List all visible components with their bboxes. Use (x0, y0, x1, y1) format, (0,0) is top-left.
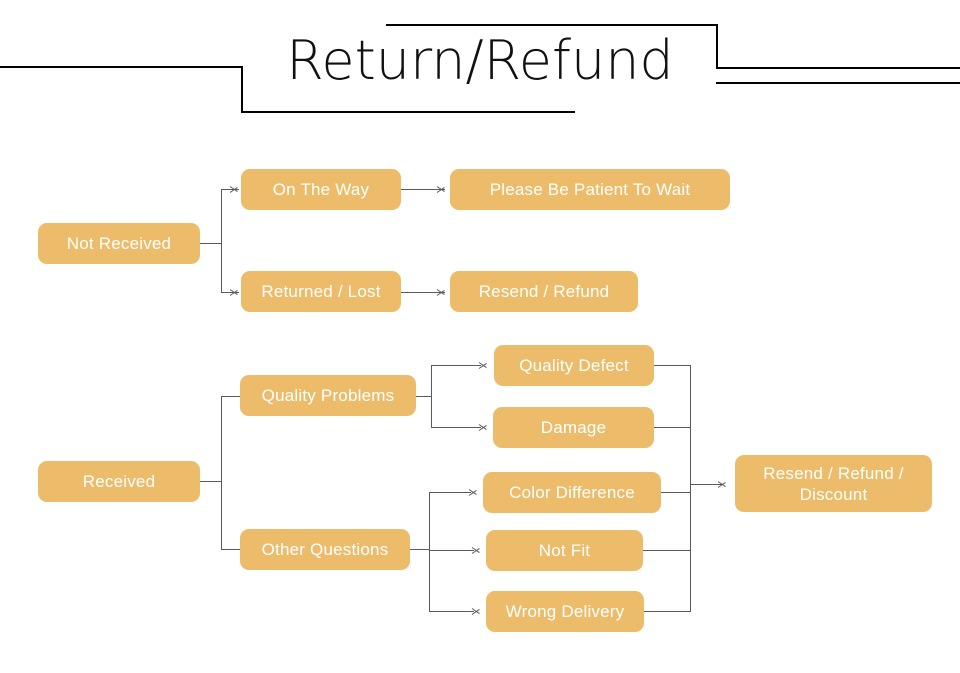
connector-merge-wrong-delivery (644, 611, 691, 612)
node-on-the-way[interactable]: On The Way (241, 169, 401, 210)
connector-merge-to-final (690, 484, 722, 485)
arrowhead-to-resend-refund-discount (718, 478, 729, 490)
node-resend-refund[interactable]: Resend / Refund (450, 271, 638, 312)
node-damage[interactable]: Damage (493, 407, 654, 448)
connector-not-received-stem (200, 243, 222, 244)
arrowhead-to-color-difference (469, 486, 480, 498)
node-quality-defect[interactable]: Quality Defect (494, 345, 654, 386)
connector-quality-problems-stem (416, 396, 432, 397)
connector-to-quality-problems (221, 396, 241, 397)
connector-to-other-questions (221, 549, 241, 550)
node-not-fit[interactable]: Not Fit (486, 530, 643, 571)
connector-received-split (221, 396, 222, 550)
connector-to-not-fit (429, 550, 474, 551)
connector-merge-not-fit (643, 550, 691, 551)
page-title: Return/Refund (286, 29, 674, 92)
arrowhead-to-returned-lost (230, 286, 241, 298)
node-color-difference[interactable]: Color Difference (483, 472, 661, 513)
arrowhead-to-wrong-delivery (472, 605, 483, 617)
connector-to-wrong-delivery (429, 611, 474, 612)
connector-other-questions-stem (410, 549, 430, 550)
connector-to-damage (431, 427, 481, 428)
node-returned-lost[interactable]: Returned / Lost (241, 271, 401, 312)
header-banner: Return/Refund (0, 0, 960, 130)
header-rule-right-upper (386, 24, 718, 26)
connector-merge-bus (690, 365, 691, 612)
node-other-questions[interactable]: Other Questions (240, 529, 410, 570)
arrowhead-to-resend-refund (437, 286, 448, 298)
connector-to-quality-defect (431, 365, 481, 366)
header-rule-right-vertical (716, 24, 718, 69)
node-please-be-patient-to-wait[interactable]: Please Be Patient To Wait (450, 169, 730, 210)
arrowhead-to-quality-defect (479, 359, 490, 371)
connector-merge-color-difference (661, 492, 691, 493)
connector-other-questions-split (429, 492, 430, 612)
connector-merge-quality-defect (654, 365, 691, 366)
arrowhead-to-on-the-way (230, 183, 241, 195)
connector-received-stem (200, 481, 222, 482)
connector-not-received-split (221, 189, 222, 293)
arrowhead-to-not-fit (472, 544, 483, 556)
arrowhead-to-damage (479, 421, 490, 433)
connector-quality-problems-split (431, 365, 432, 428)
connector-to-color-difference (429, 492, 471, 493)
node-received[interactable]: Received (38, 461, 200, 502)
header-rule-left-lower (241, 111, 575, 113)
header-rule-right-lower (716, 67, 960, 69)
node-not-received[interactable]: Not Received (38, 223, 200, 264)
node-resend-refund-discount[interactable]: Resend / Refund / Discount (735, 455, 932, 512)
node-quality-problems[interactable]: Quality Problems (240, 375, 416, 416)
connector-merge-damage (654, 427, 691, 428)
arrowhead-to-please-wait (437, 183, 448, 195)
node-wrong-delivery[interactable]: Wrong Delivery (486, 591, 644, 632)
header-rule-left-vertical (241, 66, 243, 113)
connector-on-the-way-to-please-wait (401, 189, 445, 190)
header-rule-right-bottom (716, 82, 960, 84)
connector-returned-lost-to-resend-refund (401, 292, 445, 293)
header-rule-left-upper (0, 66, 243, 68)
